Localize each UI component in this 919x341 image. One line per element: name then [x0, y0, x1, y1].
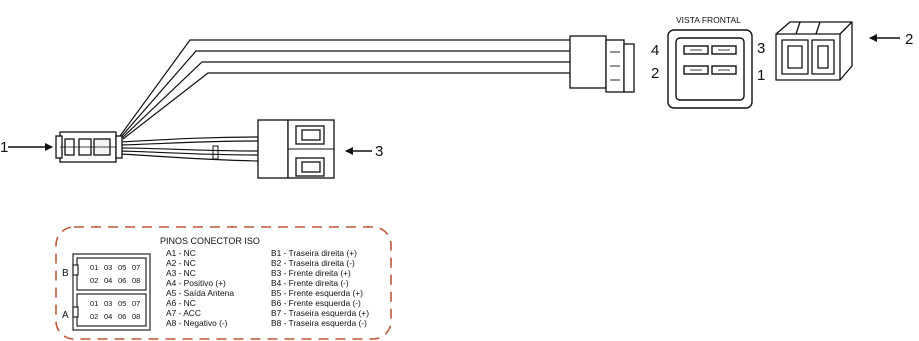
front-pin-3: 3	[757, 40, 765, 57]
connector-3	[257, 119, 335, 179]
a-pin-num-07: 07	[132, 299, 140, 308]
b-pin-entry: B2 - Traseira direita (-)	[271, 258, 355, 268]
b-pin-num-06: 06	[118, 276, 126, 285]
b-pin-entry: B8 - Traseira esquerda (-)	[271, 318, 367, 328]
a-pin-num-06: 06	[118, 312, 126, 321]
b-pin-list: B1 - Traseira direita (+) B2 - Traseira …	[271, 248, 369, 328]
iso-legend-title: PINOS CONECTOR ISO	[160, 236, 260, 246]
iso-row-b-label: B	[62, 268, 69, 279]
b-pin-num-04: 04	[104, 276, 112, 285]
b-pin-entry: B5 - Frente esquerda (+)	[271, 288, 363, 298]
a-pin-entry: A2 - NC	[166, 258, 196, 268]
a-pin-entry: A5 - Saída Antena	[166, 288, 234, 298]
b-pin-num-01: 01	[90, 263, 98, 272]
callout-label-1: 1	[0, 139, 8, 156]
front-pin-1: 1	[757, 67, 765, 84]
a-pin-entry: A8 - Negativo (-)	[166, 318, 228, 328]
a-pin-list: A1 - NC A2 - NC A3 - NC A4 - Positivo (+…	[166, 248, 234, 328]
connector-1	[55, 131, 123, 163]
a-pin-num-04: 04	[104, 312, 112, 321]
connector-2-isometric	[775, 21, 853, 81]
callout-label-2: 2	[905, 31, 913, 48]
b-pin-entry: B1 - Traseira direita (+)	[271, 248, 357, 258]
b-pin-num-05: 05	[118, 263, 126, 272]
connector-2-plug	[569, 35, 635, 93]
b-pin-num-07: 07	[132, 263, 140, 272]
a-pin-entry: A3 - NC	[166, 268, 196, 278]
b-pin-num-08: 08	[132, 276, 140, 285]
b-pin-entry: B4 - Frente direita (-)	[271, 278, 349, 288]
iso-pin-numbers: 01 03 05 07 02 04 06 08 01 03 05 07 02 0…	[90, 263, 140, 321]
a-pin-num-01: 01	[90, 299, 98, 308]
a-pin-num-03: 03	[104, 299, 112, 308]
b-pin-entry: B3 - Frente direita (+)	[271, 268, 351, 278]
a-pin-num-02: 02	[90, 312, 98, 321]
front-view-title: VISTA FRONTAL	[676, 15, 741, 25]
front-pin-4: 4	[651, 42, 659, 59]
a-pin-num-08: 08	[132, 312, 140, 321]
a-pin-entry: A1 - NC	[166, 248, 196, 258]
b-pin-num-03: 03	[104, 263, 112, 272]
iso-row-a-label: A	[62, 310, 69, 321]
a-pin-entry: A6 - NC	[166, 298, 196, 308]
b-pin-entry: B6 - Frente esquerda (-)	[271, 298, 361, 308]
wire-bundle	[119, 39, 570, 162]
a-pin-entry: A7 - ACC	[166, 308, 201, 318]
callout-label-3: 3	[375, 143, 383, 160]
b-pin-entry: B7 - Traseira esquerda (+)	[271, 308, 369, 318]
a-pin-num-05: 05	[118, 299, 126, 308]
iso-legend-border	[55, 226, 392, 340]
wire-sleeve	[212, 145, 219, 160]
b-pin-num-02: 02	[90, 276, 98, 285]
front-view-connector	[667, 29, 753, 109]
front-pin-2: 2	[651, 65, 659, 82]
iso-connector-drawing	[72, 253, 151, 331]
a-pin-entry: A4 - Positivo (+)	[166, 278, 226, 288]
